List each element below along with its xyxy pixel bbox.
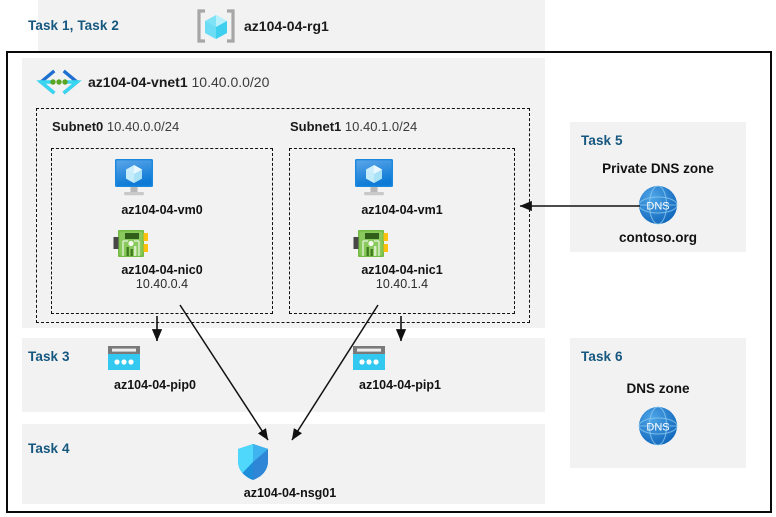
vnet-title: az104-04-vnet1 10.40.0.0/20 [88,74,269,90]
resource-group-name-text: az104-04-rg1 [244,18,329,34]
nsg-node[interactable]: az104-04-nsg01 [235,442,345,500]
virtual-network-icon [36,69,82,95]
subnet1-name: Subnet1 [290,119,342,134]
nsg-label: az104-04-nsg01 [243,486,337,500]
private-dns-zone-node[interactable]: DNS contoso.org [570,183,746,245]
subnet0-name: Subnet0 [52,119,104,134]
task-label-6: Task 6 [581,349,623,364]
dns-zone-icon: DNS [636,183,680,227]
pip1-label: az104-04-pip1 [359,378,441,392]
virtual-machine-icon [352,157,452,199]
vm1-node[interactable]: az104-04-vm1 [352,157,452,217]
task-label-3: Task 3 [28,349,70,364]
dns-zone-title: DNS zone [626,381,690,396]
subnet0-box [51,148,273,314]
pip1-node[interactable]: az104-04-pip1 [350,344,450,392]
private-dns-zone-name: contoso.org [619,230,697,245]
subnet0-title: Subnet0 10.40.0.0/24 [52,119,179,134]
task3-panel [22,338,545,412]
task4-panel [22,424,545,504]
nic0-label: az104-04-nic0 [121,263,203,277]
nic0-ip: 10.40.0.4 [135,277,189,291]
vm0-node[interactable]: az104-04-vm0 [112,157,212,217]
subnet1-cidr: 10.40.1.0/24 [344,119,418,134]
nic0-node[interactable]: az104-04-nic0 10.40.0.4 [112,228,212,291]
svg-text:DNS: DNS [646,422,669,434]
subnet0-cidr: 10.40.0.0/24 [106,119,180,134]
private-dns-zone-title: Private DNS zone [602,161,714,176]
subnet1-box [289,148,515,314]
network-interface-icon [112,228,212,260]
subnet1-title: Subnet1 10.40.1.0/24 [290,119,417,134]
resource-group-header-panel [38,0,545,51]
diagram-outer-frame [6,51,772,513]
task6-panel [570,338,746,468]
public-ip-address-icon [105,344,205,374]
svg-text:DNS: DNS [646,201,669,213]
vm1-label: az104-04-vm1 [361,203,443,217]
vnet-panel [22,58,545,328]
virtual-machine-icon [112,157,212,199]
network-interface-icon [352,228,452,260]
vnet-name: az104-04-vnet1 [88,74,188,90]
dns-zone-node[interactable]: DNS [570,404,746,448]
subnets-dashed-region [36,108,530,323]
network-security-group-icon [235,442,345,482]
public-ip-address-icon [350,344,450,374]
nic1-label: az104-04-nic1 [361,263,443,277]
vnet-cidr: 10.40.0.0/20 [191,74,270,90]
task-label-1-2: Task 1, Task 2 [28,18,119,33]
pip0-label: az104-04-pip0 [114,378,196,392]
task-label-4: Task 4 [28,441,70,456]
resource-group-name: az104-04-rg1 [244,18,329,34]
resource-group-icon [196,8,236,44]
nic1-node[interactable]: az104-04-nic1 10.40.1.4 [352,228,452,291]
task-label-5: Task 5 [581,133,623,148]
dns-zone-icon: DNS [636,404,680,448]
nic1-ip: 10.40.1.4 [375,277,429,291]
pip0-node[interactable]: az104-04-pip0 [105,344,205,392]
vm0-label: az104-04-vm0 [121,203,203,217]
